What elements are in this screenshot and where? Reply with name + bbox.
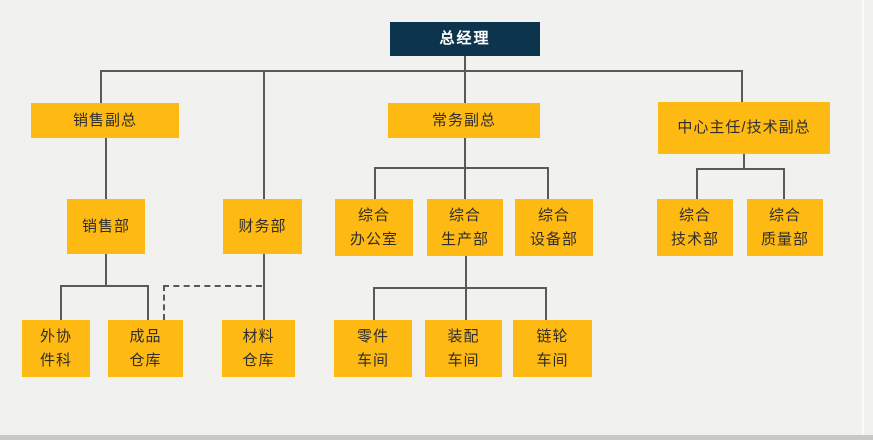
org-node-general-production-dept: 综合 生产部 xyxy=(427,199,503,256)
org-node-parts-workshop: 零件 车间 xyxy=(334,320,412,377)
connector-line xyxy=(696,168,783,170)
org-node-assembly-workshop: 装配 车间 xyxy=(425,320,502,377)
org-node-sales-dept: 销售部 xyxy=(67,199,145,254)
connector-line xyxy=(465,256,467,287)
connector-line xyxy=(696,168,698,199)
org-node-executive-vp: 常务副总 xyxy=(388,103,540,138)
connector-line xyxy=(783,168,785,199)
connector-line-dashed xyxy=(163,285,165,320)
connector-line xyxy=(374,167,547,169)
connector-line xyxy=(374,167,376,199)
connector-line xyxy=(547,167,549,199)
connector-line-dashed xyxy=(163,285,262,287)
connector-line xyxy=(263,70,265,199)
connector-line xyxy=(464,70,466,103)
connector-line xyxy=(373,287,375,320)
org-node-finance-dept: 财务部 xyxy=(223,199,302,254)
bottom-border xyxy=(0,435,873,440)
connector-line xyxy=(100,70,102,103)
connector-line xyxy=(464,167,466,199)
org-node-general-equipment-dept: 综合 设备部 xyxy=(515,199,593,256)
org-node-sprocket-workshop: 链轮 车间 xyxy=(513,320,592,377)
connector-line xyxy=(373,287,545,289)
org-node-sales-vp: 销售副总 xyxy=(31,103,179,138)
org-node-general-technology-dept: 综合 技术部 xyxy=(657,199,733,256)
org-node-general-quality-dept: 综合 质量部 xyxy=(747,199,823,256)
org-node-material-warehouse: 材料 仓库 xyxy=(222,320,295,377)
org-node-finished-goods-warehouse: 成品 仓库 xyxy=(108,320,183,377)
connector-line xyxy=(105,254,107,285)
connector-line xyxy=(147,285,149,320)
connector-line xyxy=(743,154,745,168)
right-edge-highlight xyxy=(862,0,864,440)
connector-line xyxy=(465,287,467,320)
connector-line xyxy=(464,138,466,167)
connector-line xyxy=(263,254,265,320)
org-node-center-director-tech-vp: 中心主任/技术副总 xyxy=(658,102,830,154)
connector-line xyxy=(60,285,62,320)
org-node-outsourced-parts-section: 外协 件科 xyxy=(22,320,90,377)
connector-line xyxy=(100,70,742,72)
org-node-general-manager: 总经理 xyxy=(390,22,540,56)
connector-line xyxy=(464,56,466,70)
connector-line xyxy=(60,285,147,287)
connector-line xyxy=(105,138,107,199)
org-node-general-office: 综合 办公室 xyxy=(335,199,413,256)
connector-line xyxy=(741,70,743,102)
connector-line xyxy=(545,287,547,320)
